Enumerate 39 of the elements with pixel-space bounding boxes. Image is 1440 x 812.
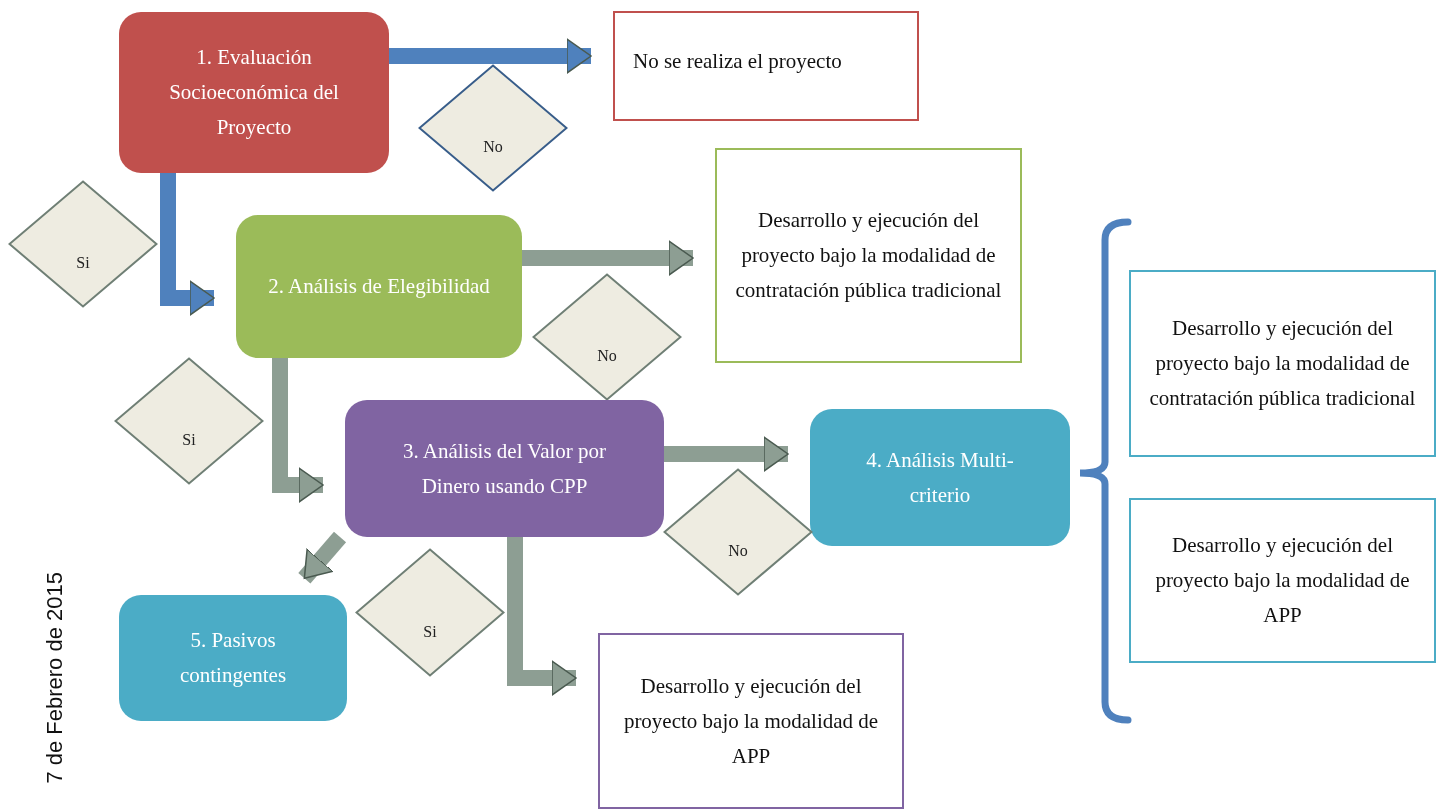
decision-diamond	[418, 64, 568, 192]
decision-diamond	[355, 548, 505, 677]
outcome-box	[715, 148, 1022, 363]
node-text: 5. Pasivos contingentes	[178, 627, 288, 689]
process-box	[345, 400, 664, 537]
date-label: 7 de Febrero de 2015	[42, 572, 68, 784]
node-text: 2. Análisis de Elegibilidad	[268, 273, 490, 300]
node-text: Desarrollo y ejecución del proyecto bajo la modalidad de contratación pública tradicional	[735, 207, 1002, 304]
node-text: Si	[76, 254, 90, 272]
process-box	[810, 409, 1070, 546]
process-box	[236, 215, 522, 358]
block-arrow	[272, 358, 324, 503]
decision-diamond	[663, 468, 813, 596]
block-arrow	[160, 173, 215, 316]
decision-diamond	[8, 180, 158, 308]
decision-diamond	[114, 357, 264, 485]
node-text: 1. Evaluación Socioeconómica del Proyecto	[168, 44, 340, 141]
node-text: No se realiza el proyecto	[633, 47, 842, 75]
node-text: Si	[182, 431, 196, 449]
node-text: Si	[423, 623, 437, 641]
node-text: Desarrollo y ejecución del proyecto bajo la modalidad de contratación pública tradicional	[1149, 315, 1416, 412]
node-text: Desarrollo y ejecución del proyecto bajo la modalidad de APP	[1154, 532, 1411, 629]
block-arrow	[664, 436, 789, 472]
block-arrow	[522, 240, 694, 276]
node-text: 3. Análisis del Valor por Dinero usando CPP	[401, 437, 608, 500]
node-text: No	[728, 542, 748, 560]
process-box	[119, 12, 389, 173]
node-text: No	[597, 347, 617, 365]
outcome-box	[598, 633, 904, 809]
process-box	[119, 595, 347, 721]
outcome-box	[1129, 270, 1436, 457]
block-arrow	[298, 531, 347, 584]
node-text: 4. Análisis Multi-criterio	[865, 446, 1015, 509]
block-arrow	[389, 38, 592, 74]
node-text: No	[483, 138, 503, 156]
outcome-box	[613, 11, 919, 121]
outcome-box	[1129, 498, 1436, 663]
node-text: Desarrollo y ejecución del proyecto bajo la modalidad de APP	[622, 672, 880, 770]
block-arrow	[507, 537, 577, 696]
